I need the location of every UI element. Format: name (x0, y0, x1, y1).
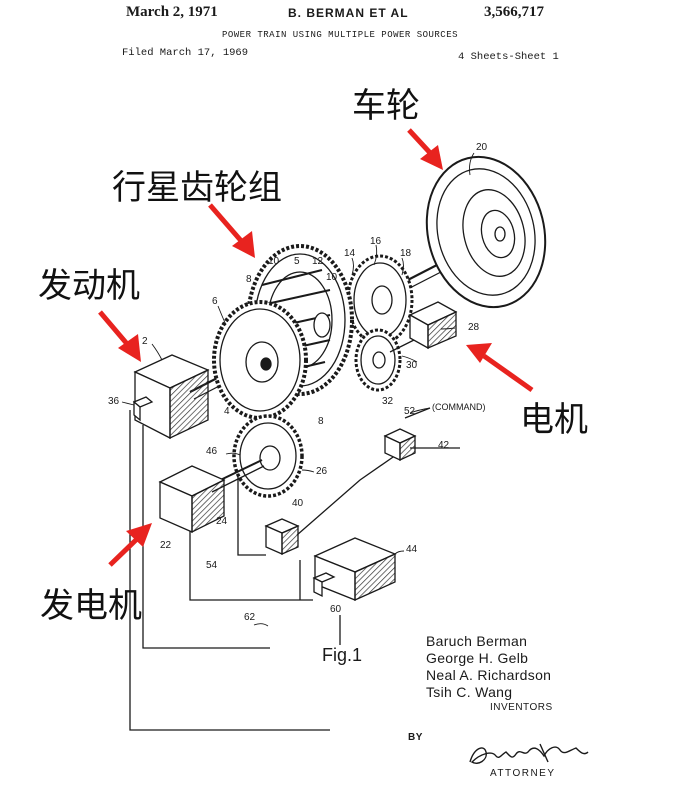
label-motor: 电机 (520, 400, 588, 440)
engine-block-2 (132, 354, 210, 440)
part-24: 24 (216, 516, 228, 527)
part-8-b: 8 (318, 416, 324, 427)
label-engine: 发动机 (38, 266, 140, 306)
figure-label: Fig.1 (322, 645, 363, 665)
motor-block-28 (408, 301, 458, 350)
part-14: 14 (344, 248, 356, 259)
engine-gear-6 (212, 300, 308, 420)
part-2: 2 (142, 336, 148, 347)
arrow-motor (466, 343, 534, 393)
sheet-count: 4 Sheets-Sheet 1 (458, 51, 559, 63)
battery-block-44 (312, 537, 397, 602)
part-42: 42 (438, 440, 450, 451)
part-52: 52 (404, 406, 416, 417)
part-6: 6 (212, 296, 218, 307)
output-gear-16 (346, 254, 414, 346)
patent-authors: B. BERMAN ET AL (288, 6, 409, 20)
controller-42 (383, 428, 417, 462)
inventors-label: INVENTORS (490, 702, 553, 713)
part-60: 60 (330, 604, 342, 615)
part-5: 5 (294, 256, 300, 267)
part-22: 22 (160, 540, 172, 551)
part-30: 30 (406, 360, 418, 371)
part-62: 62 (244, 612, 256, 623)
patent-number: 3,566,717 (484, 4, 544, 20)
arrow-engine (98, 310, 141, 362)
part-44: 44 (406, 544, 418, 555)
command-label: (COMMAND) (432, 402, 486, 412)
part-26: 26 (316, 466, 328, 477)
controller-40 (264, 518, 300, 555)
part-36: 36 (108, 396, 120, 407)
annotation-arrows (98, 128, 534, 567)
part-40: 40 (292, 498, 304, 509)
control-wiring (129, 407, 460, 731)
motor-gear-32 (354, 328, 419, 392)
label-wheel: 车轮 (352, 86, 420, 126)
part-10-b: 10 (326, 272, 338, 283)
inventor-name: Neal A. Richardson (426, 667, 552, 683)
arrow-planetary (208, 203, 255, 258)
part-20: 20 (476, 142, 488, 153)
arrow-generator (108, 523, 152, 567)
patent-date: March 2, 1971 (126, 4, 218, 20)
patent-title: POWER TRAIN USING MULTIPLE POWER SOURCES (221, 30, 459, 40)
part-8-a: 8 (246, 274, 252, 285)
inventor-name: Tsih C. Wang (426, 684, 513, 700)
wheel (425, 155, 547, 309)
part-32: 32 (382, 396, 394, 407)
leader-lines (121, 152, 475, 627)
label-planetary-gear: 行星齿轮组 (112, 168, 282, 208)
inventor-name: Baruch Berman (426, 633, 528, 649)
inventor-name: George H. Gelb (426, 650, 529, 666)
label-generator: 发电机 (40, 586, 142, 626)
filed-date: Filed March 17, 1969 (122, 47, 249, 59)
generator-block-22 (158, 465, 226, 534)
generator-gear-26 (209, 414, 304, 498)
attorney-label: ATTORNEY (490, 768, 556, 779)
part-54: 54 (206, 560, 218, 571)
part-12: 12 (312, 256, 324, 267)
part-18: 18 (400, 248, 412, 259)
by-label: BY (408, 732, 423, 743)
arrow-wheel (407, 128, 443, 170)
part-16: 16 (370, 236, 382, 247)
part-10-a: 10 (268, 256, 280, 267)
part-4: 4 (224, 406, 230, 417)
part-28: 28 (468, 322, 480, 333)
part-46: 46 (206, 446, 218, 457)
